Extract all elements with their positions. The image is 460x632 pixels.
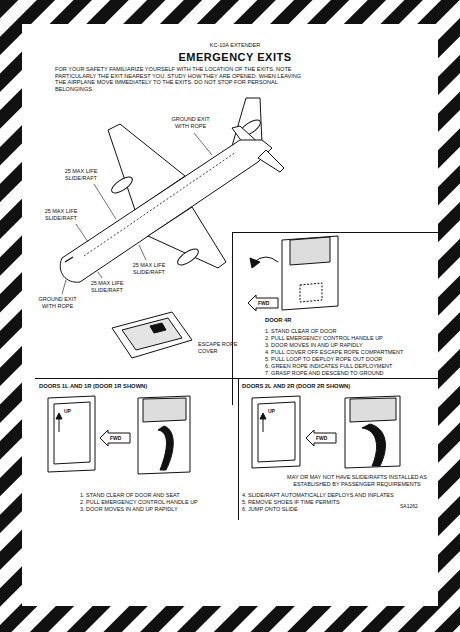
step-text: 4. PULL COVER OFF ESCAPE ROPE COMPARTMEN… (265, 349, 434, 356)
direction-label: FWD (316, 435, 335, 441)
step-text: 4. SLIDE/RAFT AUTOMATICALLY DEPLOYS AND … (242, 492, 434, 499)
exit-callout: 25 MAX LIFE SLIDE/RAFT (40, 208, 82, 221)
step-text: 3. DOOR MOVES IN AND UP RAPIDLY (265, 342, 434, 349)
exit-callout: GROUND EXIT WITH ROPE (168, 116, 213, 129)
document-number: SA1262 (400, 503, 434, 509)
step-text: 2. PULL EMERGENCY CONTROL HANDLE UP (39, 499, 234, 506)
step-text: 5. PULL LOOP TO DEPLOY ROPE OUT DOOR (265, 356, 434, 363)
arrow-head (260, 413, 266, 419)
exit-callout: 25 MAX LIFE SLIDE/RAFT (60, 168, 102, 181)
step-text: 1. STAND CLEAR OF DOOR (265, 328, 434, 335)
card-title: EMERGENCY EXITS (130, 51, 340, 63)
direction-label: FWD (110, 435, 129, 441)
aircraft-illustration (60, 98, 284, 294)
leader-line (194, 133, 212, 155)
panel-heading: DOORS 1L AND 1R (DOOR 1R SHOWN) (39, 383, 234, 391)
door-frame (282, 236, 338, 310)
step-text: 7. GRASP ROPE AND DESCEND TO GROUND (265, 370, 434, 377)
handle-label: UP (64, 408, 78, 414)
instruction-panel: DOOR 4R 1. STAND CLEAR OF DOOR2. PULL EME… (232, 232, 438, 405)
fuselage (60, 140, 272, 282)
leader-line (139, 245, 146, 260)
panel-heading: DOORS 2L AND 2R (DOOR 2R SHOWN) (242, 383, 434, 391)
step-text: 2. PULL EMERGENCY CONTROL HANDLE UP (265, 335, 434, 342)
panel-heading: DOOR 4R (265, 317, 434, 325)
leader-line (62, 280, 66, 294)
step-text: 1. STAND CLEAR OF DOOR AND SEAT (39, 492, 234, 499)
arrow-head (56, 413, 62, 419)
cover-tab (150, 323, 166, 333)
fwd-arrow (248, 295, 278, 311)
door-frame (252, 396, 300, 468)
door-frame (48, 396, 95, 472)
door-frame (345, 396, 400, 468)
cabin-windows (84, 152, 236, 256)
escape-rope-cover-drawing (112, 312, 192, 358)
rope-compartment (300, 283, 322, 302)
step-text: 6. JUMP ONTO SLIDE (242, 506, 434, 513)
left-engine (109, 174, 134, 196)
exit-callout: GROUND EXIT WITH ROPE (35, 296, 80, 309)
door-panel-raised (143, 398, 186, 422)
aircraft-name: KC-10A EXTENDER (130, 42, 340, 49)
card-ground (22, 24, 438, 606)
instruction-panel: DOORS 2L AND 2R (DOOR 2R SHOWN) MAY OR MA… (238, 378, 438, 520)
door-panel-raised (350, 398, 396, 422)
note-text: MAY OR MAY NOT HAVE SLIDE/RAFTS INSTALLE… (242, 474, 432, 488)
right-wing (148, 207, 226, 268)
handle-label: UP (268, 408, 282, 414)
door-1r-drawing (48, 396, 190, 474)
cover-body (112, 312, 192, 358)
leader-line (76, 224, 88, 242)
door-panel (258, 402, 295, 462)
step-text: 5. REMOVE SHOES IF TIME PERMITS (242, 499, 434, 506)
direction-label: FWD (258, 300, 277, 306)
leader-line (98, 272, 102, 278)
step-text: 3. DOOR MOVES IN AND UP RAPIDLY (39, 506, 234, 513)
door-frame (138, 396, 190, 474)
slide (362, 424, 385, 466)
door-panel (54, 402, 90, 464)
fwd-arrow (100, 430, 130, 446)
fwd-arrow (306, 430, 336, 446)
leader-line (94, 184, 116, 219)
cover-panel (122, 318, 182, 350)
arrow-head (250, 258, 260, 268)
safety-notice: FOR YOUR SAFETY FAMILIARIZE YOURSELF WIT… (55, 66, 305, 93)
part-label: ESCAPE ROPE COVER (198, 341, 244, 354)
cockpit-window (65, 257, 73, 262)
door-2r-drawing (252, 396, 400, 468)
slide-pack (158, 426, 173, 470)
instruction-panel: DOORS 1L AND 1R (DOOR 1R SHOWN) 1. STAND … (35, 378, 238, 520)
step-text: 6. GREEN ROPE INDICATES FULL DEPLOYMENT (265, 363, 434, 370)
exit-callout: 25 MAX LIFE SLIDE/RAFT (128, 262, 170, 275)
right-engine (175, 246, 200, 268)
door-4r-drawing (248, 236, 338, 311)
exit-callout: 25 MAX LIFE SLIDE/RAFT (86, 280, 128, 293)
right-stabilizer (258, 150, 284, 172)
door-panel (290, 237, 330, 265)
